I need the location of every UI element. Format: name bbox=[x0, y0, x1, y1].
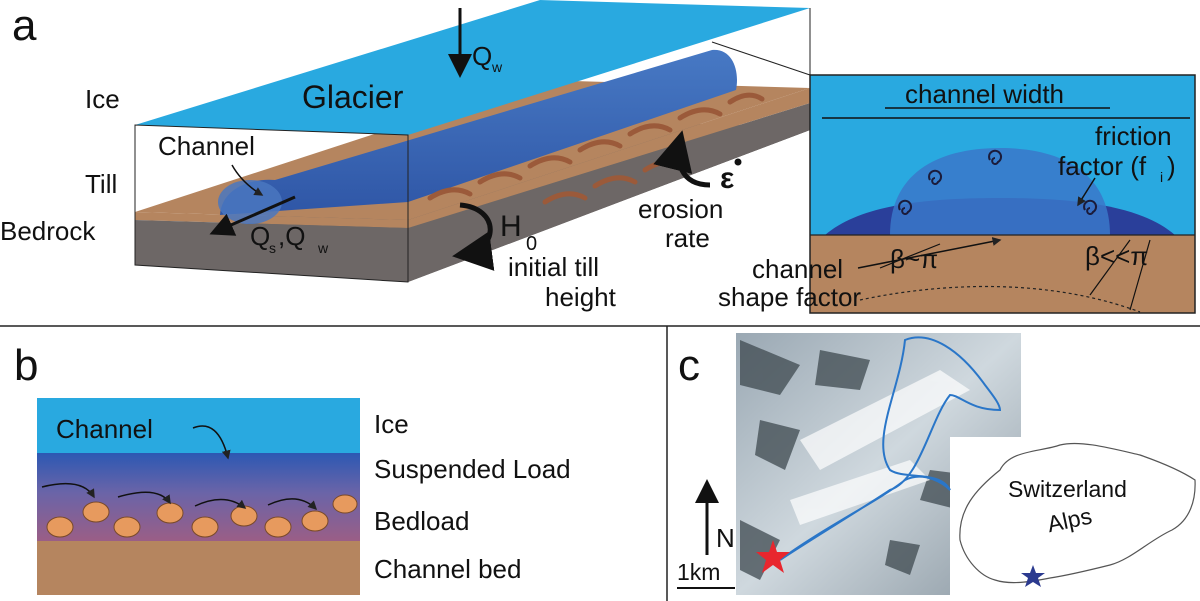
b-label-suspended: Suspended Load bbox=[374, 454, 571, 484]
b-ice bbox=[37, 398, 360, 453]
epsilon-label: ε bbox=[720, 162, 734, 195]
channel-callout-arrow bbox=[231, 164, 264, 196]
inset-beta2: β<<π bbox=[1085, 241, 1148, 271]
label-glacier: Glacier bbox=[302, 79, 404, 115]
glacier-channel-tube bbox=[220, 49, 737, 216]
qs-sub-w: w bbox=[317, 240, 329, 256]
label-bedrock: Bedrock bbox=[0, 216, 96, 246]
qw-label: Q bbox=[472, 41, 492, 71]
till-height-line1: initial till bbox=[508, 252, 599, 282]
h0-sub: 0 bbox=[526, 233, 537, 255]
glacier-outline bbox=[779, 336, 1002, 561]
b-channel-label: Channel bbox=[56, 414, 153, 444]
b-channel-bed bbox=[37, 541, 360, 595]
panel-a: a Ice Till bbox=[0, 0, 1196, 314]
red-star bbox=[756, 540, 790, 573]
label-channel: Channel bbox=[158, 131, 255, 161]
erosion-arrow bbox=[653, 130, 711, 188]
inset-beta1: β~π bbox=[890, 244, 938, 274]
inset-friction-line1: friction bbox=[1095, 121, 1172, 151]
bedload-grains bbox=[46, 494, 358, 538]
b-channel-arrow bbox=[192, 425, 231, 460]
inset-shape-line1: channel bbox=[752, 254, 843, 284]
inset-friction-close: ) bbox=[1167, 151, 1176, 181]
qs-arrow bbox=[209, 195, 296, 236]
inset-channel-width: channel width bbox=[905, 79, 1064, 109]
ice-top bbox=[135, 0, 810, 135]
channel-end-cap bbox=[218, 180, 282, 224]
inset-shape-line2: shape factor bbox=[718, 282, 861, 312]
h0-label: H bbox=[500, 210, 522, 243]
qs-label: Q bbox=[250, 221, 270, 251]
label-ice: Ice bbox=[85, 84, 120, 114]
b-label-bedload: Bedload bbox=[374, 506, 469, 536]
till-height-line2: height bbox=[545, 282, 617, 312]
bedrock-plane-left bbox=[135, 220, 408, 282]
epsilon-dot bbox=[734, 158, 742, 166]
b-label-ice: Ice bbox=[374, 409, 409, 439]
label-till: Till bbox=[85, 169, 117, 199]
erosion-line1: erosion bbox=[638, 194, 723, 224]
b-label-channel-bed: Channel bed bbox=[374, 554, 521, 584]
switzerland-label: Switzerland bbox=[1008, 476, 1127, 502]
qs-sub-s: s bbox=[269, 240, 276, 256]
qs-label-qw: ,Q bbox=[278, 221, 305, 251]
bedload-hop-arrows bbox=[41, 482, 318, 511]
till-plane-front bbox=[408, 88, 810, 228]
inset-friction-sub: i bbox=[1160, 169, 1163, 185]
panel-b: b Channel Ice Suspended Load Bedload Cha… bbox=[14, 341, 571, 595]
inset-callout-top bbox=[711, 41, 811, 76]
blue-star bbox=[1021, 565, 1045, 587]
flow-arrows bbox=[427, 92, 765, 205]
h0-curved-arrow bbox=[452, 202, 495, 271]
erosion-line2: rate bbox=[665, 223, 710, 253]
panel-c: c N 1km Switzerl bbox=[677, 333, 1196, 597]
inset-channel-cross-section bbox=[809, 74, 1196, 314]
north-label: N bbox=[716, 523, 735, 553]
scale-label: 1km bbox=[677, 559, 720, 585]
inset-friction-line2: factor (f bbox=[1058, 151, 1147, 181]
qw-sub: w bbox=[491, 59, 503, 75]
panel-a-letter: a bbox=[12, 1, 37, 50]
bedrock-plane bbox=[408, 103, 810, 282]
panel-b-letter: b bbox=[14, 341, 38, 390]
till-plane-left bbox=[135, 212, 408, 228]
panel-c-letter: c bbox=[678, 341, 700, 390]
